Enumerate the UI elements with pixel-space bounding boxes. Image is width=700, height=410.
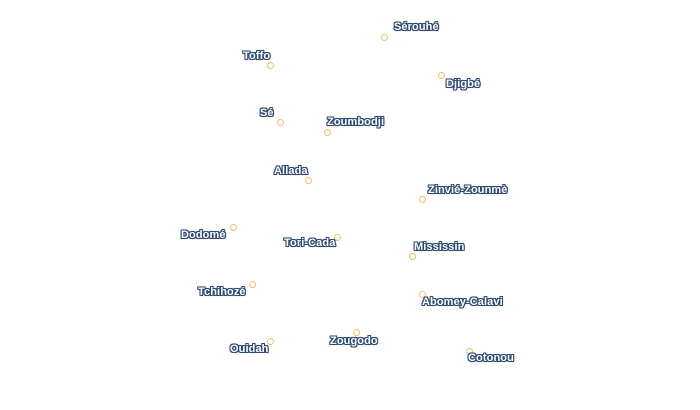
- place-label: Abomey-Calavi: [422, 296, 503, 308]
- place-marker-icon[interactable]: [324, 129, 331, 136]
- place-marker-icon[interactable]: [438, 72, 445, 79]
- place-marker-icon[interactable]: [419, 196, 426, 203]
- place-marker-icon[interactable]: [353, 329, 360, 336]
- place-marker-icon[interactable]: [267, 62, 274, 69]
- place-marker-icon[interactable]: [466, 348, 473, 355]
- place-label: Toffo: [243, 50, 271, 62]
- place-marker-icon[interactable]: [409, 253, 416, 260]
- place-label: Cotonou: [468, 352, 514, 364]
- place-marker-icon[interactable]: [381, 34, 388, 41]
- place-label: Ouidah: [230, 343, 269, 355]
- place-label: Djigbé: [446, 78, 481, 90]
- place-label: Sérouhé: [394, 21, 439, 33]
- place-marker-icon[interactable]: [334, 234, 341, 241]
- place-marker-icon[interactable]: [277, 119, 284, 126]
- place-label: Allada: [274, 165, 308, 177]
- place-label: Zinvié-Zounmè: [428, 184, 508, 196]
- place-marker-icon[interactable]: [419, 291, 426, 298]
- place-marker-icon[interactable]: [230, 224, 237, 231]
- place-label: Sé: [260, 107, 274, 119]
- place-marker-icon[interactable]: [305, 177, 312, 184]
- place-label: Mississin: [414, 241, 465, 253]
- place-label: Tori-Cada: [284, 237, 336, 249]
- place-label: Tchihozé: [198, 286, 246, 298]
- place-label: Zougodo: [330, 335, 378, 347]
- place-marker-icon[interactable]: [249, 281, 256, 288]
- place-label: Dodomé: [181, 229, 226, 241]
- place-marker-icon[interactable]: [267, 338, 274, 345]
- place-label: Zoumbodji: [327, 116, 385, 128]
